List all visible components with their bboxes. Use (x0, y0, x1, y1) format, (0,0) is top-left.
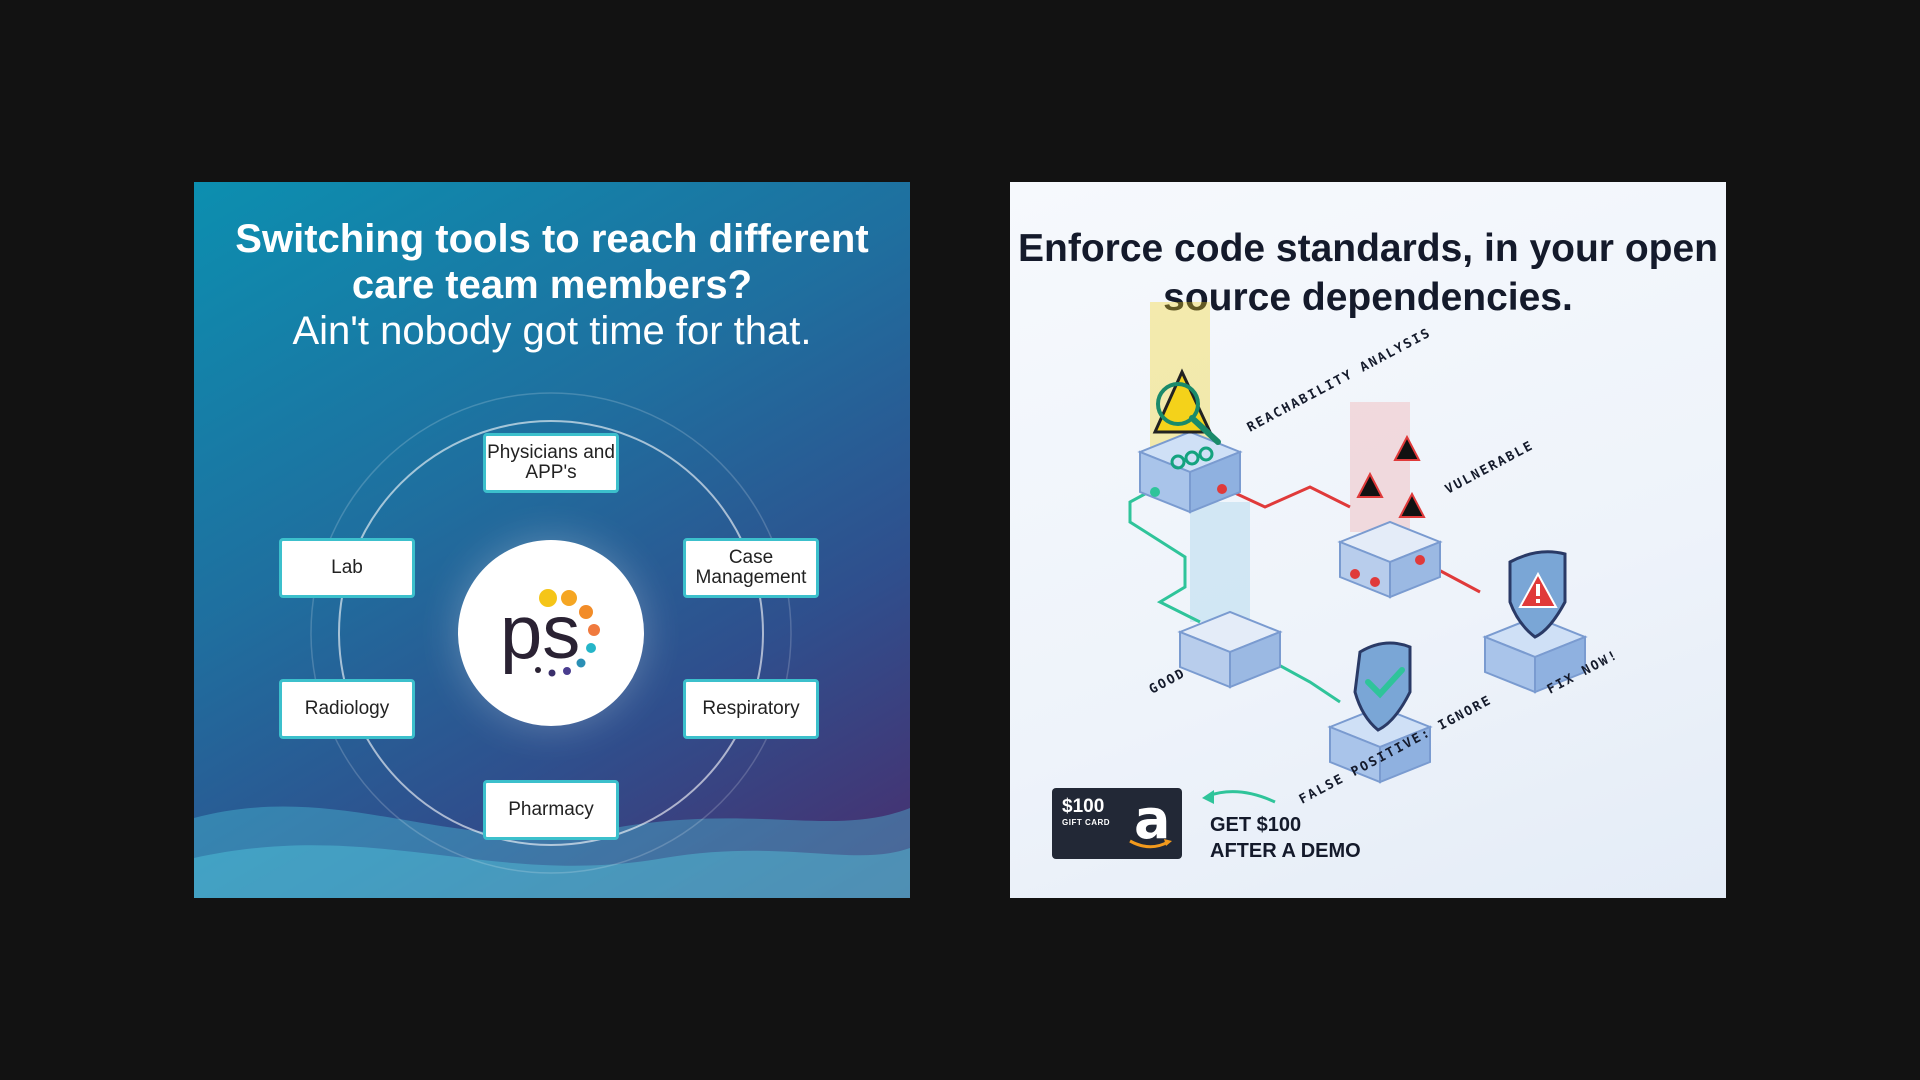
code-standards-headline: Enforce code standards, in your open sou… (1018, 227, 1718, 319)
brand-logo: ps (458, 540, 644, 726)
cta-line-2: AFTER A DEMO (1210, 840, 1361, 862)
amazon-logo-icon: a (1134, 788, 1171, 851)
headline-light: Ain't nobody got time for that. (292, 309, 812, 353)
role-lab: Lab (279, 538, 415, 598)
care-team-ad[interactable]: Switching tools to reach different care … (194, 182, 910, 898)
reachability-cube (1137, 430, 1243, 514)
vulnerable-cube (1337, 434, 1443, 599)
care-team-headline: Switching tools to reach different care … (194, 216, 910, 354)
code-standards-ad[interactable]: Enforce code standards, in your open sou… (1010, 182, 1726, 898)
demo-cta[interactable]: GET $100 AFTER A DEMO (1210, 812, 1361, 864)
gift-card: $100 GIFT CARD a (1052, 788, 1182, 859)
dependency-flow-illustration: REACHABILITY ANALYSIS VULNERABLE GOOD FI… (1128, 302, 1621, 808)
role-respiratory: Respiratory (683, 679, 819, 739)
gift-card-amount: $100 (1062, 796, 1105, 817)
connection-rings (310, 392, 792, 874)
amazon-smile-icon (1129, 839, 1172, 849)
fix-now-cube (1482, 550, 1588, 694)
role-physicians: Physicians and APP's (483, 433, 619, 493)
decorative-wave (194, 806, 910, 898)
gift-card-subtitle: GIFT CARD (1062, 818, 1111, 827)
role-pharmacy: Pharmacy (483, 780, 619, 840)
role-radiology: Radiology (279, 679, 415, 739)
svg-text:GOOD: GOOD (1147, 666, 1189, 698)
role-case-management: Case Management (683, 538, 819, 598)
svg-text:VULNERABLE: VULNERABLE (1443, 438, 1537, 497)
warning-magnifier-icon (1152, 368, 1221, 445)
good-cube (1177, 610, 1283, 689)
ps-logo-icon: ps (500, 589, 600, 677)
false-positive-cube (1327, 641, 1433, 784)
headline-bold: Switching tools to reach different care … (235, 217, 869, 307)
cta-line-1: GET $100 (1210, 814, 1302, 836)
